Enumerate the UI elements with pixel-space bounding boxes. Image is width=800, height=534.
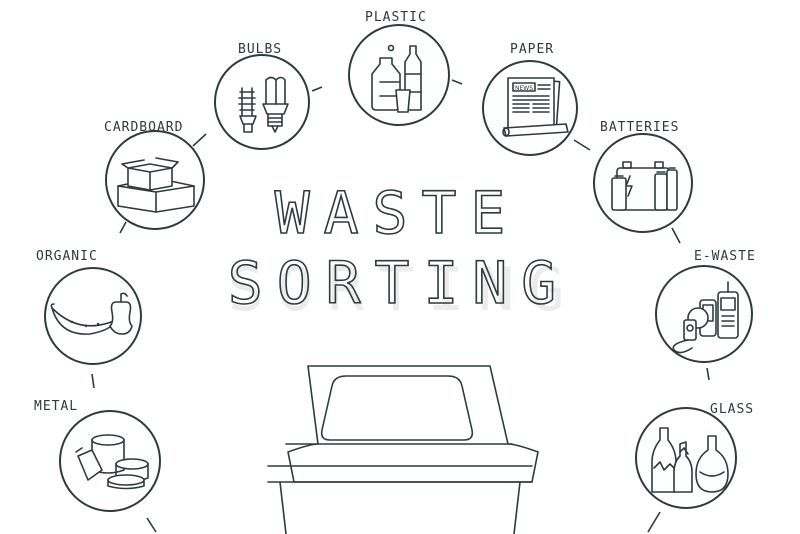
title-line-2: SORTING: [228, 249, 570, 317]
label-metal: METAL: [34, 399, 78, 414]
newspaper-icon: NEWS: [482, 60, 578, 156]
label-glass: GLASS: [710, 402, 754, 417]
title-block: SORTING WASTE SORTING: [227, 178, 579, 325]
plastic-bottles-icon: [348, 24, 450, 126]
trash-bin-icon: [267, 365, 539, 534]
label-paper: PAPER: [510, 42, 554, 57]
light-bulbs-icon: [214, 54, 310, 150]
phones-electronics-icon: [655, 265, 753, 363]
svg-text:NEWS: NEWS: [515, 85, 533, 92]
category-labels: PLASTIC BULBS PAPER CARDBOARD BATTERIES …: [34, 10, 756, 417]
cardboard-boxes-icon: [105, 130, 205, 230]
title-line-1: WASTE: [275, 179, 520, 247]
batteries-icon: [593, 133, 693, 233]
label-organic: ORGANIC: [36, 249, 98, 264]
banana-apple-core-icon: [44, 267, 142, 365]
label-plastic: PLASTIC: [365, 10, 427, 25]
svg-text:SORTING: SORTING: [228, 255, 579, 325]
glass-bottles-icon: [635, 407, 737, 509]
label-ewaste: E-WASTE: [694, 249, 756, 264]
metal-cans-icon: [59, 410, 161, 512]
connector-lines: [91, 79, 710, 533]
label-batteries: BATTERIES: [600, 120, 679, 135]
label-bulbs: BULBS: [238, 42, 282, 57]
